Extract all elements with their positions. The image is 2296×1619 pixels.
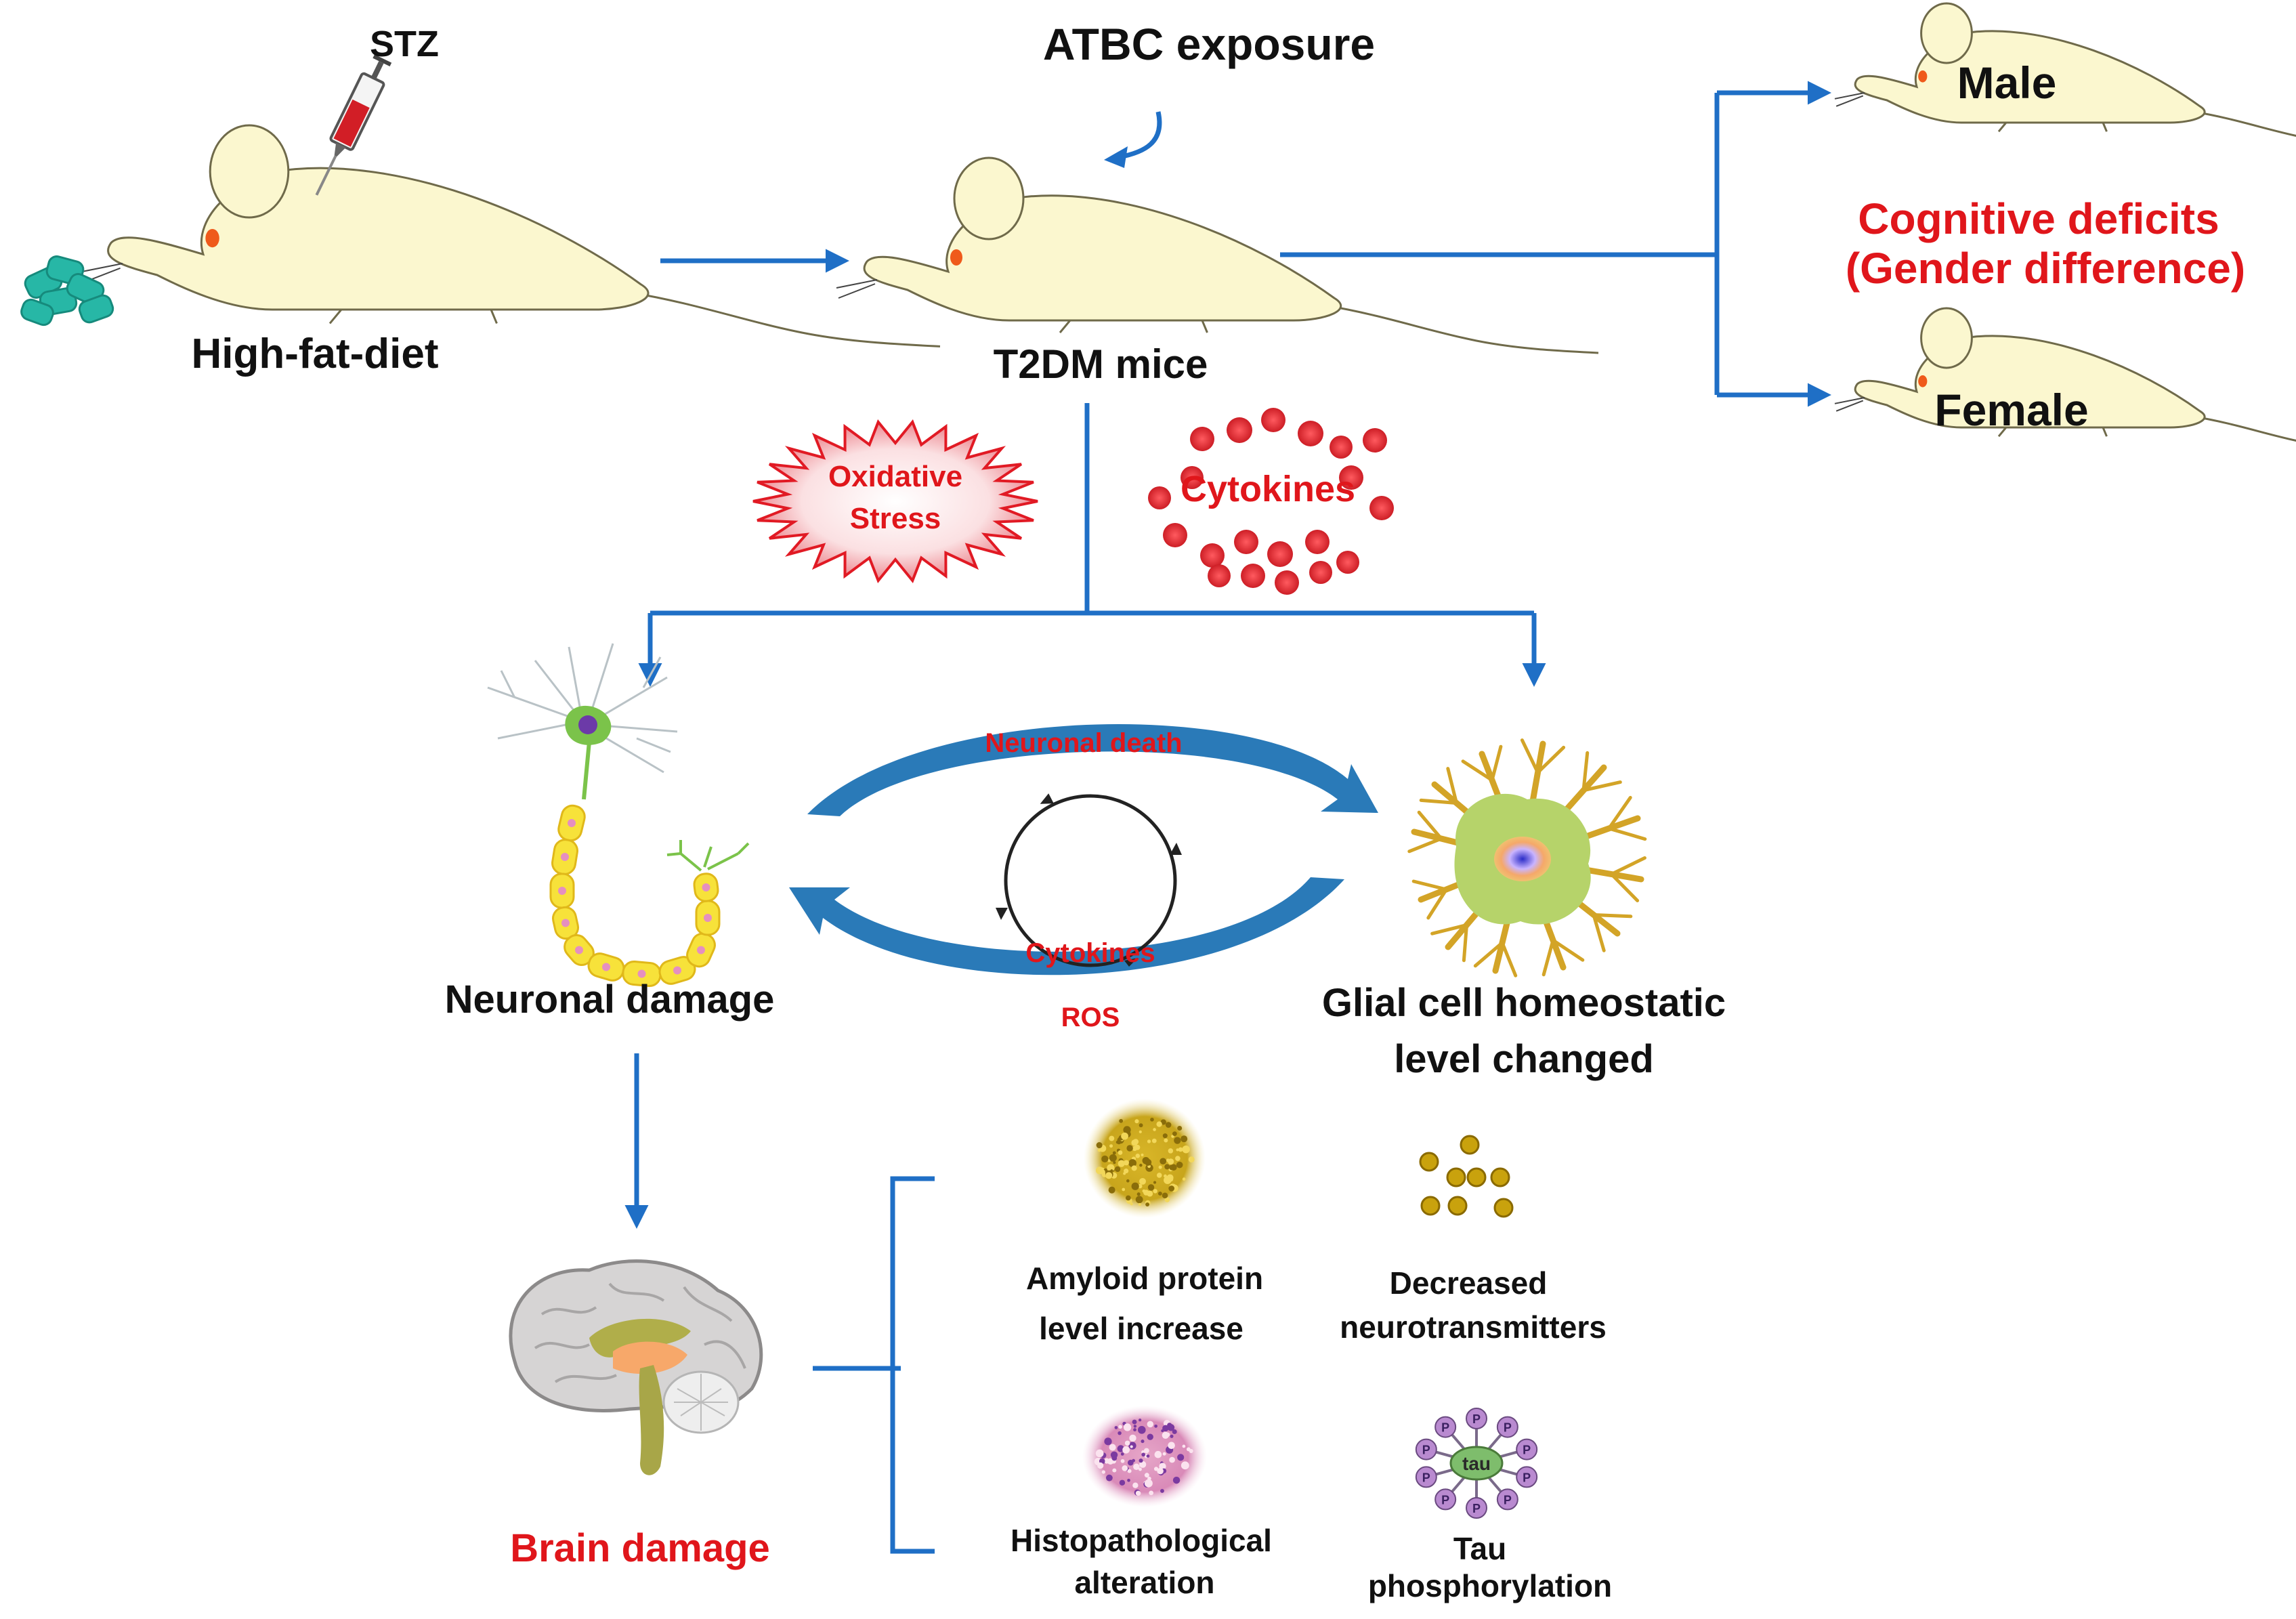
brain-icon bbox=[509, 1259, 763, 1475]
mouse-female bbox=[1834, 307, 2296, 442]
neuronal-damage-label: Neuronal damage bbox=[445, 977, 775, 1022]
svg-text:P: P bbox=[1441, 1421, 1449, 1435]
damage-cycle bbox=[789, 723, 1378, 975]
brain-damage-label: Brain damage bbox=[510, 1526, 770, 1570]
mouse-t2dm bbox=[836, 156, 1599, 354]
cognitive-deficits-line2: (Gender difference) bbox=[1846, 244, 2245, 293]
amyloid-label-line1: Amyloid protein bbox=[1026, 1261, 1263, 1296]
decreased-label-line2: neurotransmitters bbox=[1340, 1309, 1607, 1345]
svg-text:P: P bbox=[1472, 1502, 1481, 1515]
cognitive-deficits-line1: Cognitive deficits bbox=[1858, 194, 2219, 243]
histo-label-line2: alteration bbox=[1074, 1565, 1214, 1600]
oxidative-stress-line2: Stress bbox=[850, 502, 941, 535]
histopathology-icon bbox=[1082, 1406, 1207, 1507]
cytokine-dot bbox=[1181, 466, 1204, 489]
mouse-group bbox=[76, 2, 2296, 442]
cytokine-dot bbox=[1267, 541, 1293, 567]
syringe-icon bbox=[315, 54, 392, 196]
cytokine-dot bbox=[1208, 564, 1231, 587]
cytokine-dot bbox=[1190, 427, 1214, 451]
cytokines-cloud-label: Cytokines bbox=[1181, 469, 1355, 509]
glial-cell-label-line1: Glial cell homeostatic bbox=[1322, 981, 1726, 1025]
neurotransmitter-dots-icon bbox=[1419, 1135, 1514, 1218]
cytokine-dot bbox=[1200, 543, 1225, 568]
cytokine-dot bbox=[1163, 523, 1187, 547]
svg-text:P: P bbox=[1422, 1444, 1430, 1457]
flow-arrows bbox=[624, 81, 1831, 1554]
cytokine-dot bbox=[1234, 530, 1258, 554]
male-label: Male bbox=[1957, 58, 2057, 108]
neuron-icon bbox=[487, 643, 750, 988]
amyloid-label-line2: level increase bbox=[1039, 1311, 1243, 1346]
atbc-exposure-label: ATBC exposure bbox=[1043, 19, 1375, 69]
oxidative-stress-star bbox=[752, 419, 1038, 584]
cytokine-dot bbox=[1241, 564, 1265, 588]
amyloid-icon bbox=[1084, 1099, 1206, 1218]
t2dm-mice-label: T2DM mice bbox=[994, 341, 1208, 387]
tau-label-line1: Tau bbox=[1453, 1531, 1506, 1566]
svg-text:P: P bbox=[1441, 1493, 1449, 1507]
diet-pellets-icon bbox=[20, 255, 114, 327]
cytokine-dot bbox=[1298, 421, 1323, 446]
cytokine-dot bbox=[1227, 417, 1252, 443]
cytokine-dot bbox=[1336, 551, 1359, 574]
stz-label: STZ bbox=[370, 24, 439, 64]
cytokines-cycle-label: Cytokines bbox=[1025, 938, 1155, 968]
cytokine-dot bbox=[1363, 428, 1387, 453]
female-label: Female bbox=[1934, 385, 2088, 435]
decreased-label-line1: Decreased bbox=[1390, 1265, 1548, 1301]
inner-cycle-circle bbox=[1004, 794, 1177, 967]
cytokine-dot bbox=[1148, 486, 1171, 509]
svg-text:P: P bbox=[1504, 1493, 1512, 1507]
outcomes-bracket bbox=[890, 1176, 935, 1554]
glial-cell-label-line2: level changed bbox=[1394, 1037, 1654, 1081]
neuronal-death-label: Neuronal death bbox=[985, 728, 1182, 758]
cytokine-dot bbox=[1369, 496, 1394, 520]
svg-text:P: P bbox=[1523, 1444, 1531, 1457]
cytokine-dot bbox=[1261, 408, 1285, 432]
cytokine-dot bbox=[1275, 570, 1299, 595]
tau-label-line2: phosphorylation bbox=[1368, 1568, 1612, 1603]
svg-text:tau: tau bbox=[1462, 1453, 1491, 1474]
cytokine-dots bbox=[1148, 408, 1394, 595]
cytokine-dot bbox=[1309, 561, 1332, 584]
cytokine-dot bbox=[1339, 465, 1363, 490]
svg-text:P: P bbox=[1523, 1471, 1531, 1484]
high-fat-diet-label: High-fat-diet bbox=[191, 331, 438, 377]
svg-text:P: P bbox=[1472, 1412, 1481, 1426]
mouse-male bbox=[1834, 2, 2296, 138]
glial-cell-icon bbox=[1407, 738, 1647, 977]
atbc-curved-arrow bbox=[1104, 111, 1162, 168]
cytokine-dot bbox=[1330, 436, 1353, 459]
svg-text:P: P bbox=[1422, 1471, 1430, 1484]
oxidative-stress-line1: Oxidative bbox=[828, 460, 962, 493]
mouse-hfd bbox=[76, 124, 941, 348]
ros-label: ROS bbox=[1061, 1003, 1120, 1032]
svg-text:P: P bbox=[1504, 1421, 1512, 1435]
cycle-arrow-top bbox=[807, 723, 1378, 816]
histo-label-line1: Histopathological bbox=[1011, 1523, 1272, 1558]
cycle-arrow-bottom bbox=[789, 877, 1344, 975]
cytokine-dot bbox=[1305, 530, 1330, 554]
